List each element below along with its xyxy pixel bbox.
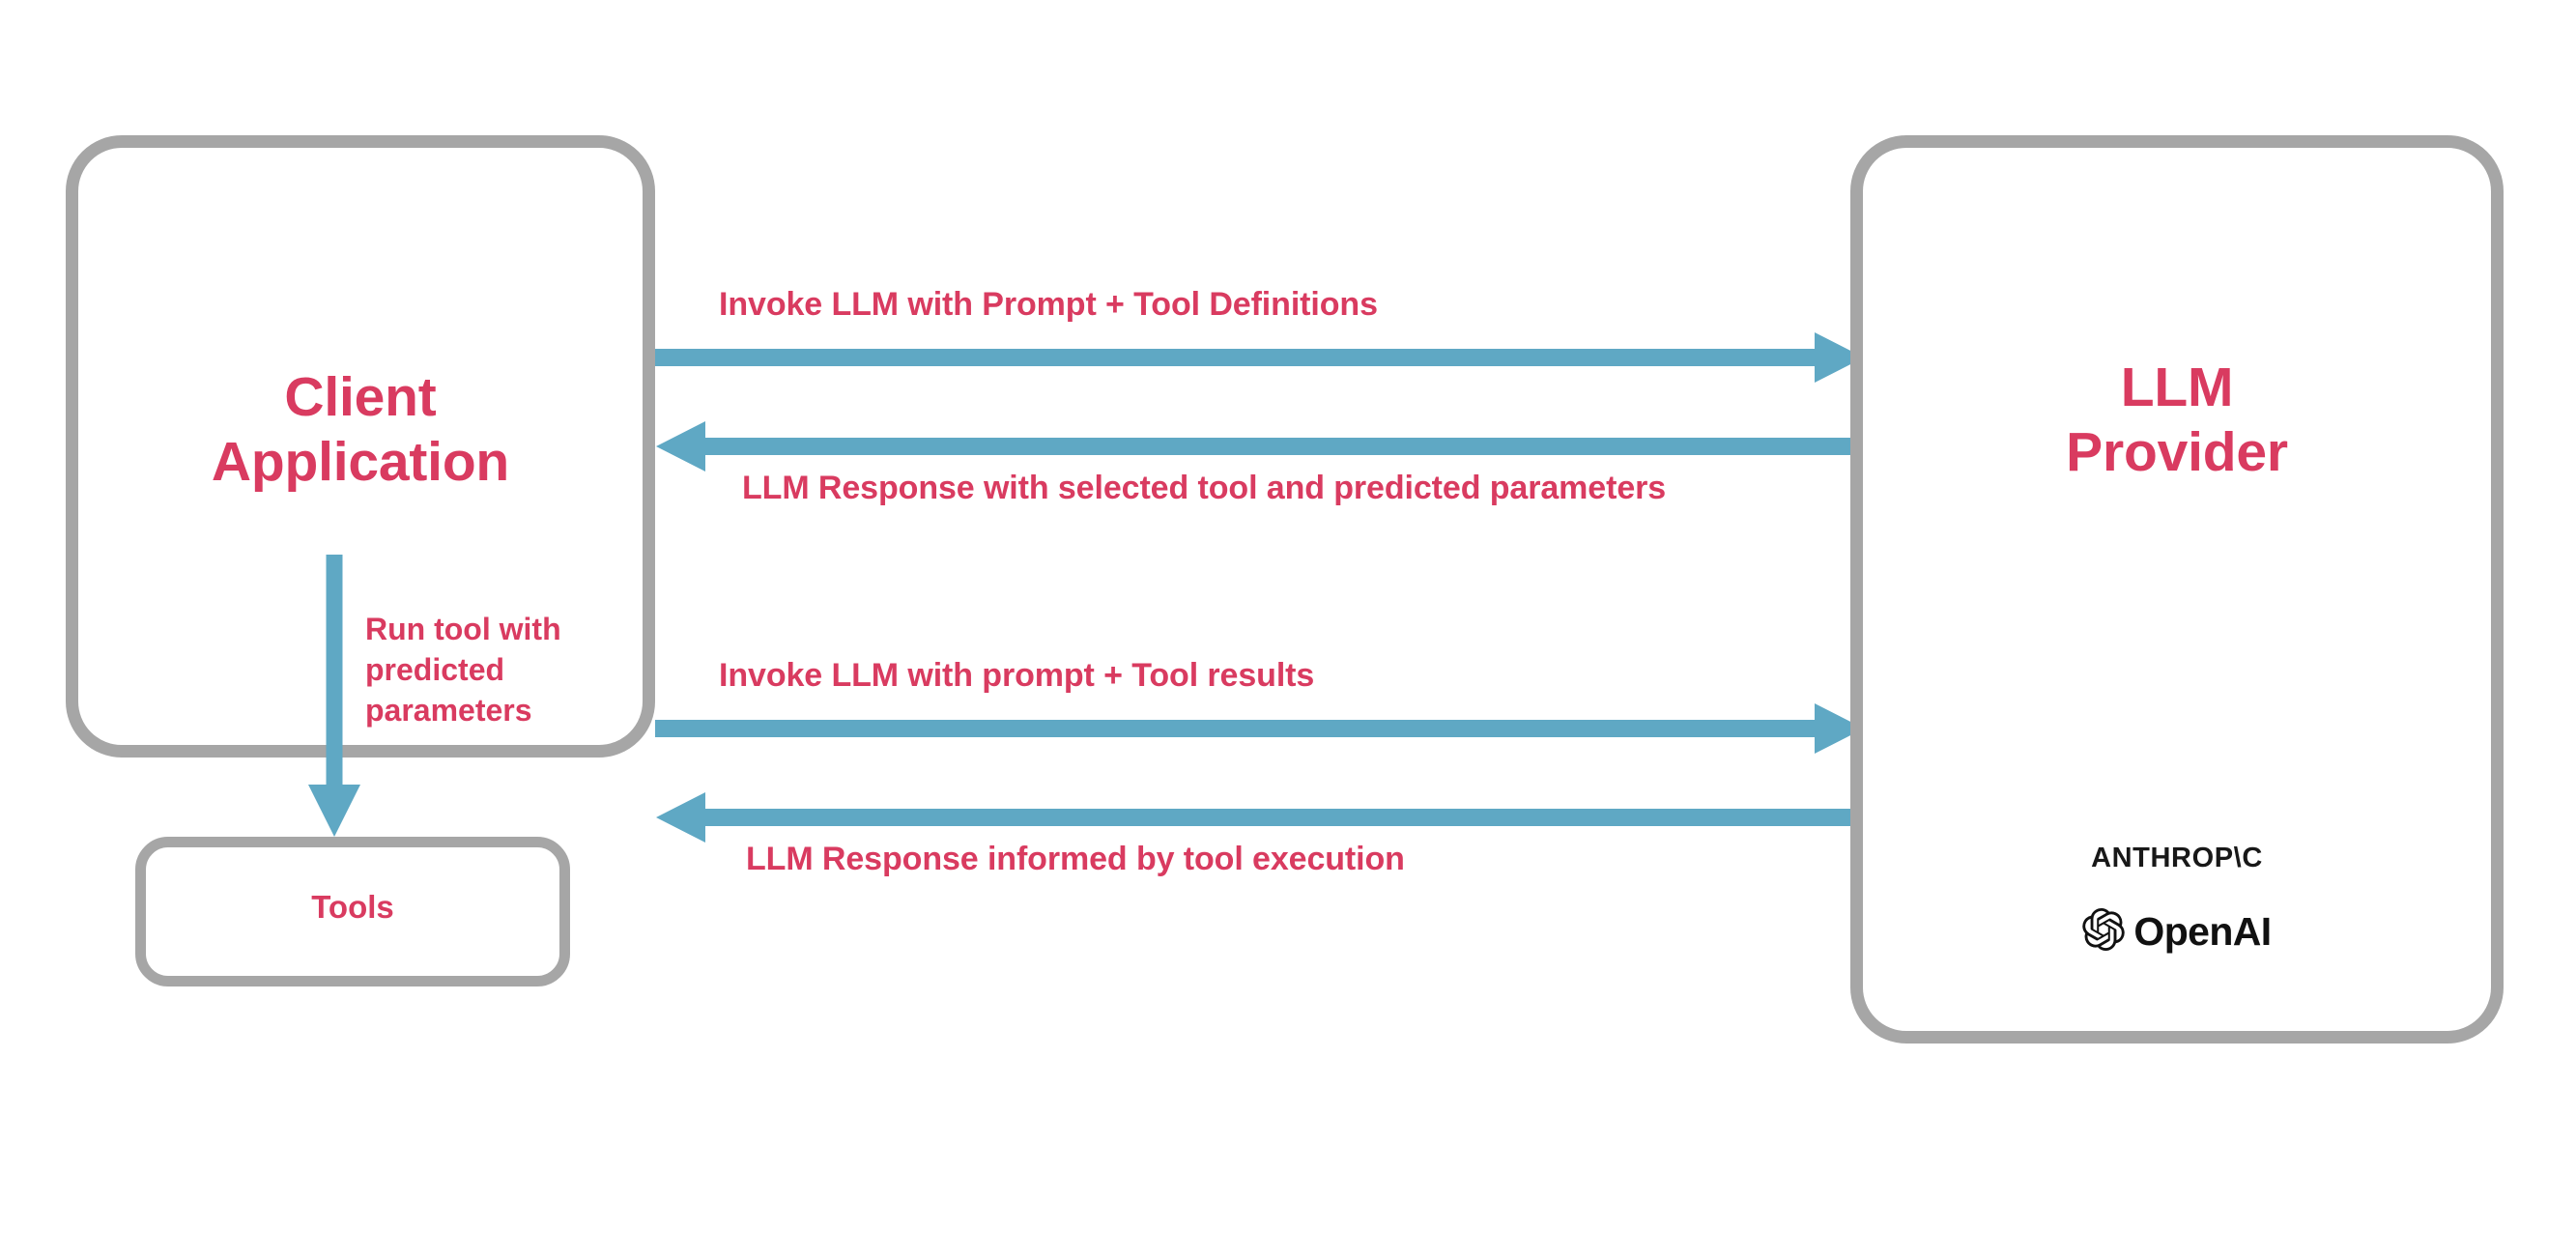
openai-knot-icon bbox=[2082, 908, 2126, 956]
client-application-node bbox=[66, 135, 655, 758]
flow-label-invoke-2: Invoke LLM with prompt + Tool results bbox=[719, 657, 1315, 694]
openai-wordmark: OpenAI bbox=[2133, 909, 2272, 954]
flow-arrow-response-2 bbox=[655, 790, 1865, 844]
client-application-title: Client Application bbox=[211, 366, 510, 494]
llm-provider-node bbox=[1850, 135, 2504, 1044]
flow-label-response-1: LLM Response with selected tool and pred… bbox=[742, 470, 1667, 506]
flow-label-response-2: LLM Response informed by tool execution bbox=[746, 841, 1405, 877]
flow-arrow-invoke-1 bbox=[655, 330, 1865, 385]
openai-logo: OpenAI bbox=[1850, 908, 2504, 956]
flow-arrow-invoke-2 bbox=[655, 701, 1865, 756]
flow-arrow-response-1 bbox=[655, 419, 1865, 473]
run-tool-arrow bbox=[300, 555, 369, 841]
tools-node bbox=[135, 837, 570, 986]
llm-provider-title: LLM Provider bbox=[2066, 357, 2288, 484]
anthropic-logo: ANTHROP\C bbox=[2091, 843, 2263, 873]
flow-label-invoke-1: Invoke LLM with Prompt + Tool Definition… bbox=[719, 286, 1378, 323]
tools-label: Tools bbox=[311, 889, 394, 925]
run-tool-label: Run tool with predicted parameters bbox=[365, 612, 561, 729]
